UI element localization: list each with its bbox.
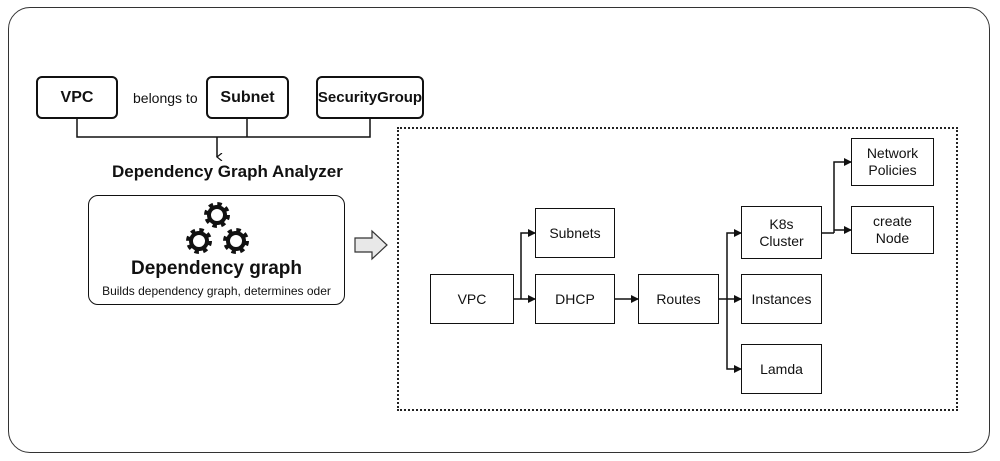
node-routes-label: Routes	[656, 290, 701, 307]
node-create-node: create Node	[851, 206, 934, 254]
gear-icon-left	[186, 228, 212, 254]
belongs-to-label: belongs to	[133, 90, 198, 106]
node-create-node-label: create Node	[873, 213, 912, 246]
node-subnets: Subnets	[535, 208, 615, 258]
edge-vpc-subnets	[520, 229, 536, 299]
inputs-bracket	[76, 119, 371, 157]
analyzer-title: Dependency Graph Analyzer	[112, 162, 343, 181]
edge-k8s-network-policies	[833, 158, 852, 233]
node-dhcp-label: DHCP	[555, 290, 595, 307]
security-group-input-box: SecurityGroup	[316, 76, 424, 119]
graph-edges	[514, 158, 852, 373]
dependency-graph-subtitle: Builds dependency graph, determines oder	[102, 284, 331, 298]
node-network-policies: Network Policies	[851, 138, 934, 186]
security-group-input-label: SecurityGroup	[317, 89, 423, 106]
node-lamda-label: Lamda	[760, 360, 803, 377]
vpc-input-label: VPC	[60, 88, 94, 106]
node-vpc: VPC	[430, 274, 514, 324]
dependency-graph-box: Dependency graph Builds dependency graph…	[88, 195, 345, 305]
node-network-policies-label: Network Policies	[866, 145, 919, 178]
edge-routes-lamda	[726, 299, 742, 373]
subnet-input-box: Subnet	[206, 76, 289, 119]
dependency-graph-title: Dependency graph	[130, 258, 303, 279]
node-k8s-cluster-label: K8s Cluster	[759, 215, 804, 249]
gear-icon-top	[204, 202, 230, 228]
node-routes: Routes	[638, 274, 719, 324]
arrow-right-icon	[354, 229, 388, 261]
node-dhcp: DHCP	[535, 274, 615, 324]
diagram-frame	[8, 7, 990, 453]
gear-icon-right	[223, 228, 249, 254]
node-k8s-cluster: K8s Cluster	[741, 206, 822, 259]
node-instances-label: Instances	[751, 290, 812, 307]
edge-routes-k8s	[726, 229, 742, 299]
subnet-input-label: Subnet	[220, 88, 275, 106]
node-instances: Instances	[741, 274, 822, 324]
node-lamda: Lamda	[741, 344, 822, 394]
node-vpc-label: VPC	[457, 290, 487, 307]
dependency-graph-container	[397, 127, 958, 411]
node-subnets-label: Subnets	[549, 224, 601, 241]
vpc-input-box: VPC	[36, 76, 118, 119]
